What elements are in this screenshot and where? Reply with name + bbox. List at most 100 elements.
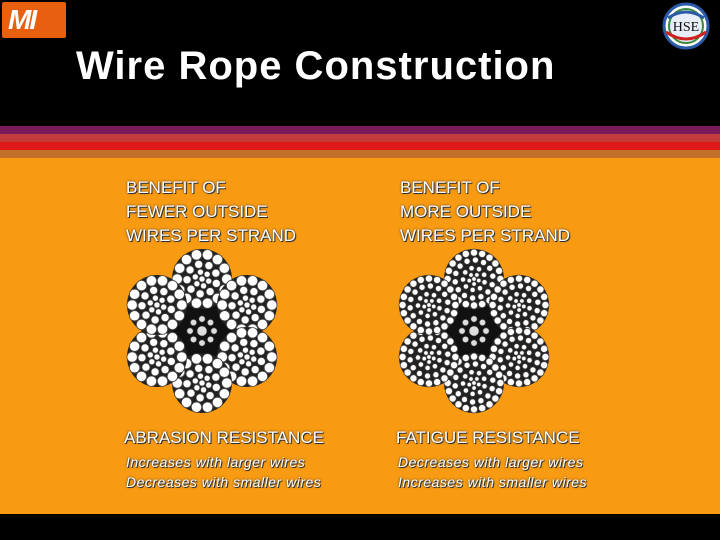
- wire: [489, 272, 497, 280]
- wire: [145, 375, 158, 387]
- wire: [185, 369, 195, 379]
- wire: [531, 342, 539, 350]
- wire: [451, 278, 459, 286]
- wire: [225, 332, 238, 344]
- wire: [514, 320, 521, 328]
- wire: [135, 370, 148, 382]
- company-logo-text: MI: [8, 4, 37, 35]
- divider-stripe: [0, 126, 720, 134]
- wire: [166, 318, 179, 330]
- core-wire: [482, 327, 490, 335]
- wire: [218, 388, 230, 400]
- wire: [129, 288, 141, 300]
- wire: [417, 295, 424, 302]
- wire: [440, 279, 449, 288]
- wire: [250, 355, 258, 363]
- wire: [478, 300, 487, 309]
- wire: [529, 314, 537, 322]
- wire: [499, 331, 508, 340]
- wire: [526, 305, 533, 312]
- wire: [526, 349, 533, 356]
- wire: [150, 367, 160, 377]
- wire: [411, 288, 419, 296]
- wire: [129, 362, 141, 374]
- wire: [536, 337, 545, 346]
- wire: [416, 326, 425, 335]
- wire: [201, 401, 214, 413]
- wire: [216, 299, 228, 311]
- wire: [440, 322, 449, 331]
- right-heading-line: WIRES PER STRAND: [400, 226, 571, 245]
- wire: [424, 364, 431, 371]
- wire: [493, 316, 502, 325]
- wire: [450, 309, 459, 318]
- wire: [415, 354, 421, 361]
- wire: [250, 303, 258, 311]
- wire: [409, 322, 418, 331]
- wire: [431, 303, 437, 310]
- wire: [205, 391, 215, 400]
- wire: [431, 311, 438, 318]
- wire: [211, 279, 221, 288]
- core-wire: [468, 325, 480, 337]
- footer-bar: [0, 514, 720, 540]
- wire: [505, 354, 511, 361]
- wire: [148, 306, 156, 314]
- core-wire: [196, 325, 208, 337]
- wire: [205, 381, 213, 389]
- wire: [263, 310, 275, 322]
- wire: [416, 370, 423, 377]
- abrasion-resistance-title: ABRASION RESISTANCE: [124, 428, 324, 447]
- wire: [166, 294, 176, 304]
- wire: [521, 292, 528, 299]
- wire: [399, 361, 408, 370]
- wire: [501, 288, 509, 296]
- wire: [225, 280, 238, 292]
- wire: [160, 313, 170, 322]
- wire: [470, 352, 479, 361]
- wire: [190, 353, 203, 365]
- wire: [526, 357, 533, 364]
- wire: [469, 390, 476, 397]
- wire: [521, 344, 528, 351]
- wire: [541, 301, 550, 310]
- wire: [156, 375, 169, 387]
- wire: [469, 398, 476, 406]
- wire: [456, 262, 464, 270]
- wire: [435, 285, 442, 292]
- wire: [514, 372, 521, 380]
- wire: [156, 323, 169, 335]
- wire: [197, 268, 204, 276]
- wire: [418, 335, 426, 343]
- wire: [424, 320, 431, 328]
- abrasion-line-2: Decreases with smaller wires: [126, 474, 322, 490]
- wire: [519, 350, 525, 356]
- fatigue-line-1: Decreases with larger wires: [398, 454, 584, 470]
- wire: [431, 355, 437, 362]
- wire: [248, 348, 256, 356]
- wire: [407, 296, 415, 303]
- wire: [506, 275, 515, 284]
- wire: [155, 360, 162, 368]
- wire: [499, 279, 508, 288]
- wire: [446, 316, 455, 325]
- wire: [256, 294, 266, 304]
- wire: [250, 313, 260, 322]
- wire: [462, 387, 469, 394]
- wire: [145, 275, 158, 287]
- wire: [534, 298, 542, 306]
- wire: [450, 292, 459, 301]
- wire: [211, 372, 221, 382]
- wire: [221, 377, 233, 389]
- wire: [135, 280, 148, 292]
- left-heading-line: BENEFIT OF: [126, 178, 226, 197]
- wire: [399, 309, 408, 318]
- wire: [523, 378, 532, 387]
- wire: [160, 303, 168, 311]
- wire: [444, 298, 452, 306]
- right-heading-line: MORE OUTSIDE: [400, 202, 532, 221]
- wire: [263, 340, 275, 352]
- wire: [166, 346, 176, 356]
- wire: [443, 307, 451, 314]
